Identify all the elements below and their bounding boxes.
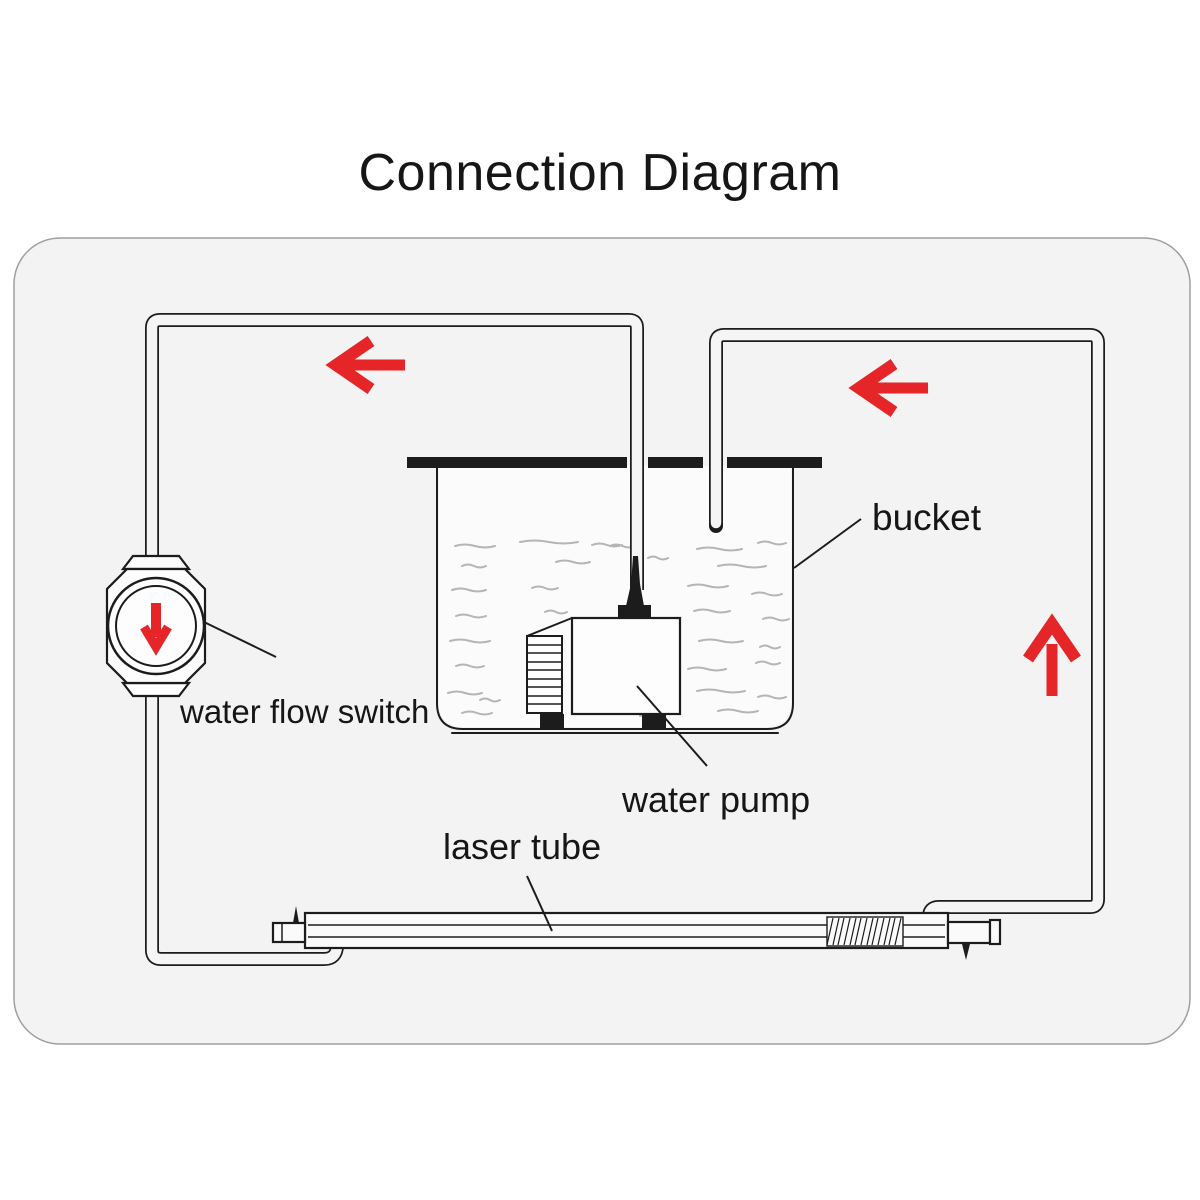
- pump-foot-right: [642, 714, 666, 729]
- page-title: Connection Diagram: [358, 144, 841, 202]
- water-flow-switch: [105, 554, 207, 698]
- pump-body: [570, 616, 682, 716]
- pump-fin-top-edge: [526, 617, 573, 637]
- water-ripple: [759, 644, 781, 650]
- bucket-rim-right: [727, 457, 822, 468]
- switch-dial-arrow-head: [140, 624, 172, 656]
- pump-outlet-nozzle: [626, 556, 644, 606]
- flow-arrow-right: [1023, 613, 1081, 696]
- water-ripple: [693, 608, 731, 614]
- leader-water-pump: [636, 685, 708, 767]
- water-ripple: [461, 563, 487, 569]
- laser-tube-right-cap: [988, 918, 1002, 946]
- laser-tube-right-pin: [962, 944, 970, 960]
- laser-tube-right-stub: [946, 920, 992, 945]
- water-ripple: [455, 613, 487, 619]
- laser-tube-coil-hatch: [826, 917, 902, 946]
- pump-fin-block: [526, 635, 563, 714]
- label-water-pump: water pump: [621, 779, 810, 820]
- flow-arrow-top-left: [325, 336, 405, 394]
- flow-arrow-top-left-head: [325, 336, 375, 394]
- laser-tube-left-cap: [271, 921, 307, 944]
- water-ripple: [447, 690, 483, 696]
- water-ripple: [544, 609, 568, 615]
- label-bucket: bucket: [872, 497, 982, 538]
- water-ripple: [696, 688, 746, 694]
- water-ripple: [757, 694, 787, 700]
- switch-dial-inner-ring: [115, 585, 197, 667]
- water-ripple: [755, 660, 781, 666]
- water-ripple: [717, 563, 767, 569]
- water-ripple: [647, 555, 669, 561]
- laser-tube-left-pin: [293, 906, 299, 923]
- switch-neck-top: [120, 554, 192, 571]
- water-ripple: [687, 666, 727, 672]
- flow-arrow-right-head: [1023, 613, 1081, 663]
- water-ripple: [762, 616, 790, 622]
- switch-dial-arrow: [140, 603, 172, 656]
- leader-bucket: [793, 518, 862, 569]
- water-ripple: [687, 583, 729, 589]
- hose-left-bore: [146, 314, 643, 965]
- water-ripple: [451, 587, 487, 593]
- pump-outlet-collar: [618, 605, 651, 618]
- water-ripple: [455, 663, 485, 669]
- water-ripple: [454, 543, 496, 549]
- water-pump: [526, 556, 682, 729]
- water-ripple: [591, 542, 623, 548]
- hose-right-bore: [710, 329, 1104, 923]
- leader-laser-tube: [526, 875, 553, 932]
- water-ripple: [531, 585, 559, 591]
- water-ripple: [698, 638, 744, 644]
- bucket-rim-left: [407, 457, 627, 468]
- water-ripple: [696, 546, 743, 552]
- water-ripple: [519, 539, 579, 545]
- bucket-walls: [436, 462, 794, 730]
- pump-foot-left: [540, 714, 564, 729]
- leader-water-flow-switch: [203, 621, 277, 658]
- water-ripple: [461, 710, 493, 716]
- cooling-loop-right: [709, 328, 1105, 924]
- label-water-flow-switch: water flow switch: [179, 693, 429, 730]
- pump-fins: [527, 644, 562, 705]
- laser-tube: [271, 906, 1002, 960]
- bucket-rim-middle: [648, 457, 703, 468]
- water-ripple: [757, 540, 787, 546]
- water-ripple: [479, 697, 501, 703]
- cooling-loop-left: [145, 313, 644, 966]
- label-laser-tube: laser tube: [443, 826, 601, 867]
- water-ripple: [751, 591, 783, 597]
- water-ripple: [555, 559, 591, 565]
- flow-arrow-top-right: [848, 359, 928, 417]
- water-ripple: [449, 638, 491, 644]
- water-ripple: [717, 708, 759, 714]
- flow-arrow-top-right-head: [848, 359, 898, 417]
